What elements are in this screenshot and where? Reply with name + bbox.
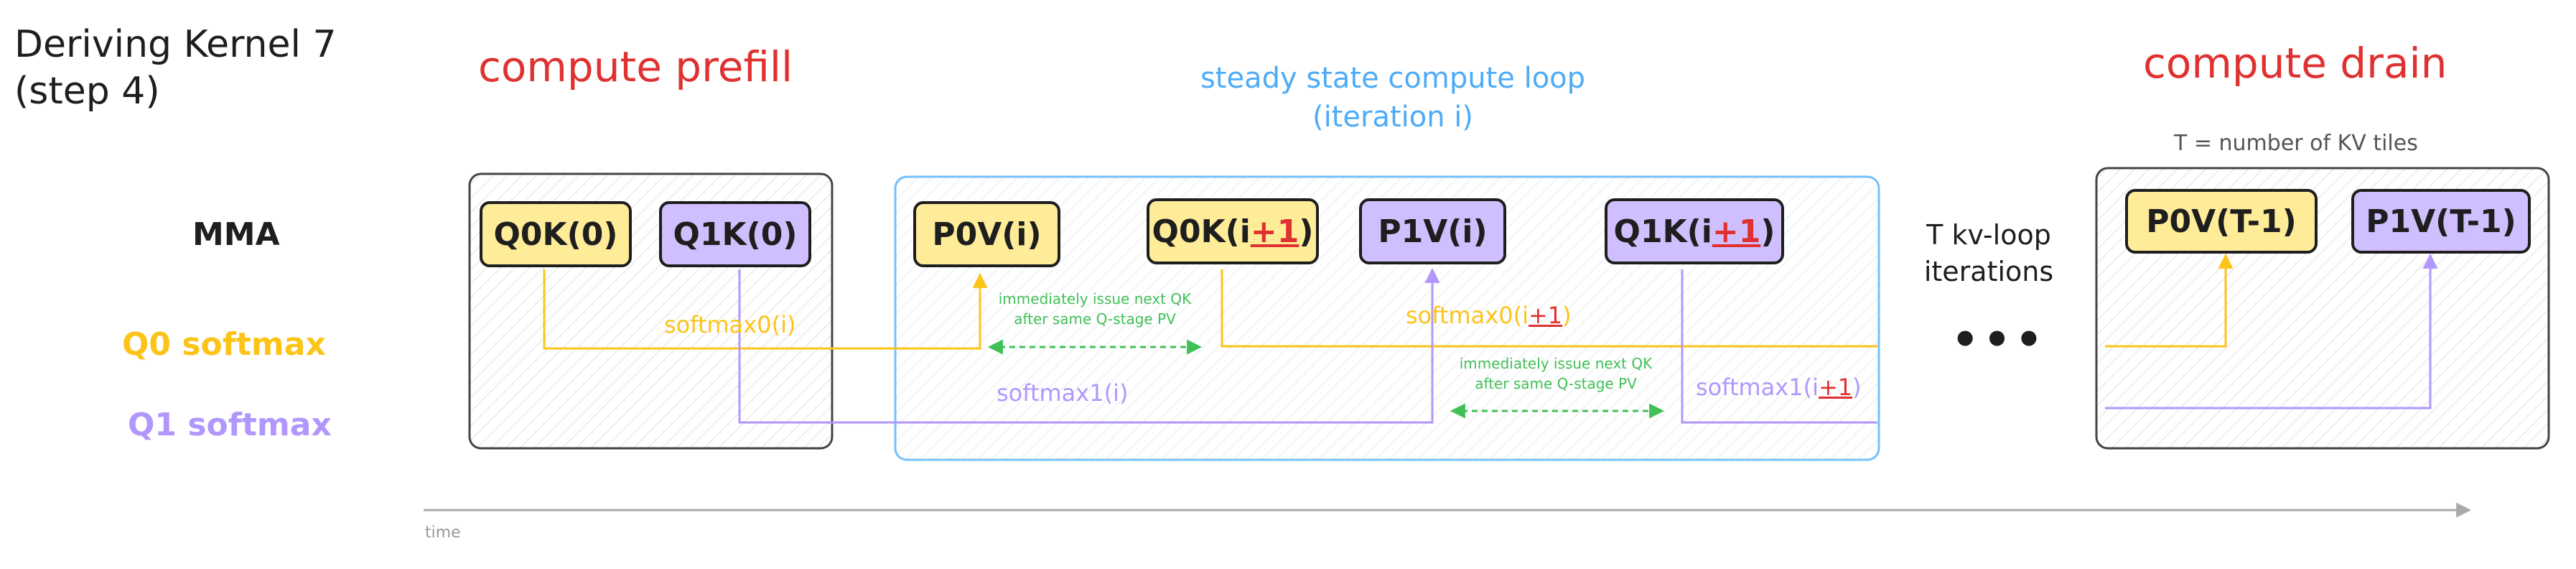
q0-softmax-line-drain <box>2105 253 2234 348</box>
prefill-container <box>468 172 834 450</box>
q1-softmax-line-steady <box>1681 269 1877 424</box>
q1-softmax-line-drain <box>2105 253 2438 410</box>
steady-loop-container <box>894 175 1880 461</box>
q0-softmax-line-prefill <box>543 269 988 350</box>
drain-container <box>2095 167 2550 450</box>
q0-softmax-line-steady <box>1221 269 1877 348</box>
q1-softmax-line-prefill <box>738 267 1440 424</box>
